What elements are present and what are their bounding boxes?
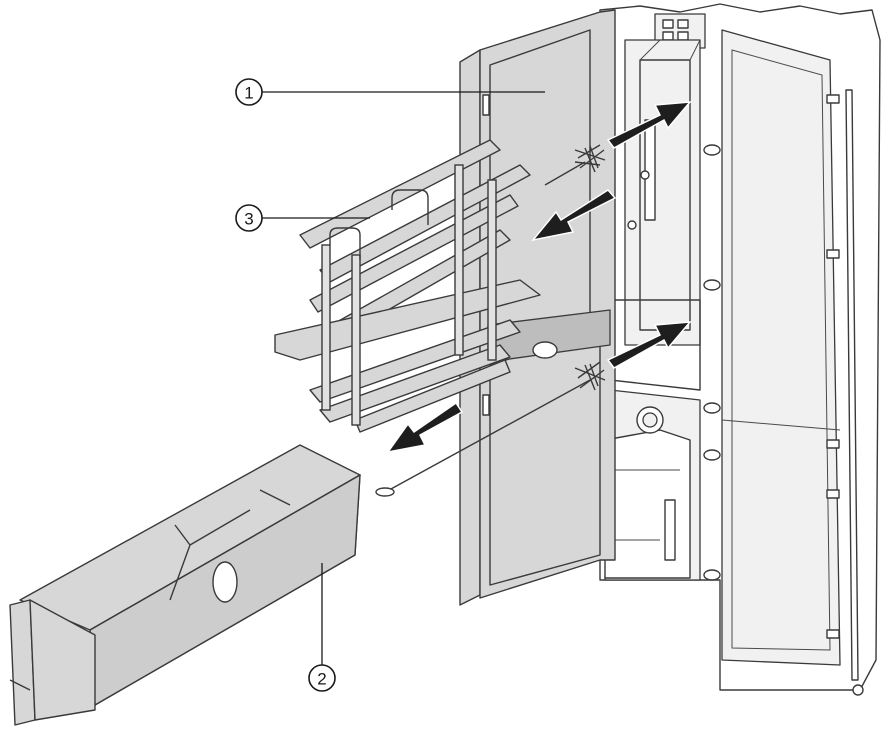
front-panel-part-1: [459, 9, 616, 606]
cleaning-brush-upper: [544, 144, 606, 186]
upper-chamber: [624, 39, 701, 346]
arrow-out-upper: [606, 101, 692, 149]
boiler-door: [721, 29, 841, 666]
control-button: [662, 31, 674, 41]
ash-drawer-part-2: [9, 444, 361, 726]
turbulator-set-part-3: [274, 139, 541, 433]
callout-label-3: 3: [244, 210, 253, 229]
callout-label-2: 2: [317, 670, 326, 689]
control-button: [677, 31, 689, 41]
control-button: [662, 19, 674, 29]
callout-2: 2: [308, 563, 336, 692]
callout-label-1: 1: [244, 84, 253, 103]
inspection-hole: [532, 341, 558, 359]
callout-3: 3: [235, 204, 370, 232]
arrow-out-lower: [606, 321, 692, 369]
arrow-in-lower: [386, 401, 464, 454]
front-panel-main: [479, 9, 616, 599]
arrow-in-upper: [531, 189, 617, 242]
callout-1: 1: [235, 78, 545, 106]
control-button: [677, 19, 689, 29]
drawer-hole: [212, 561, 238, 603]
boiler-housing: [599, 3, 881, 696]
cleaning-brush-lower: [375, 361, 606, 497]
